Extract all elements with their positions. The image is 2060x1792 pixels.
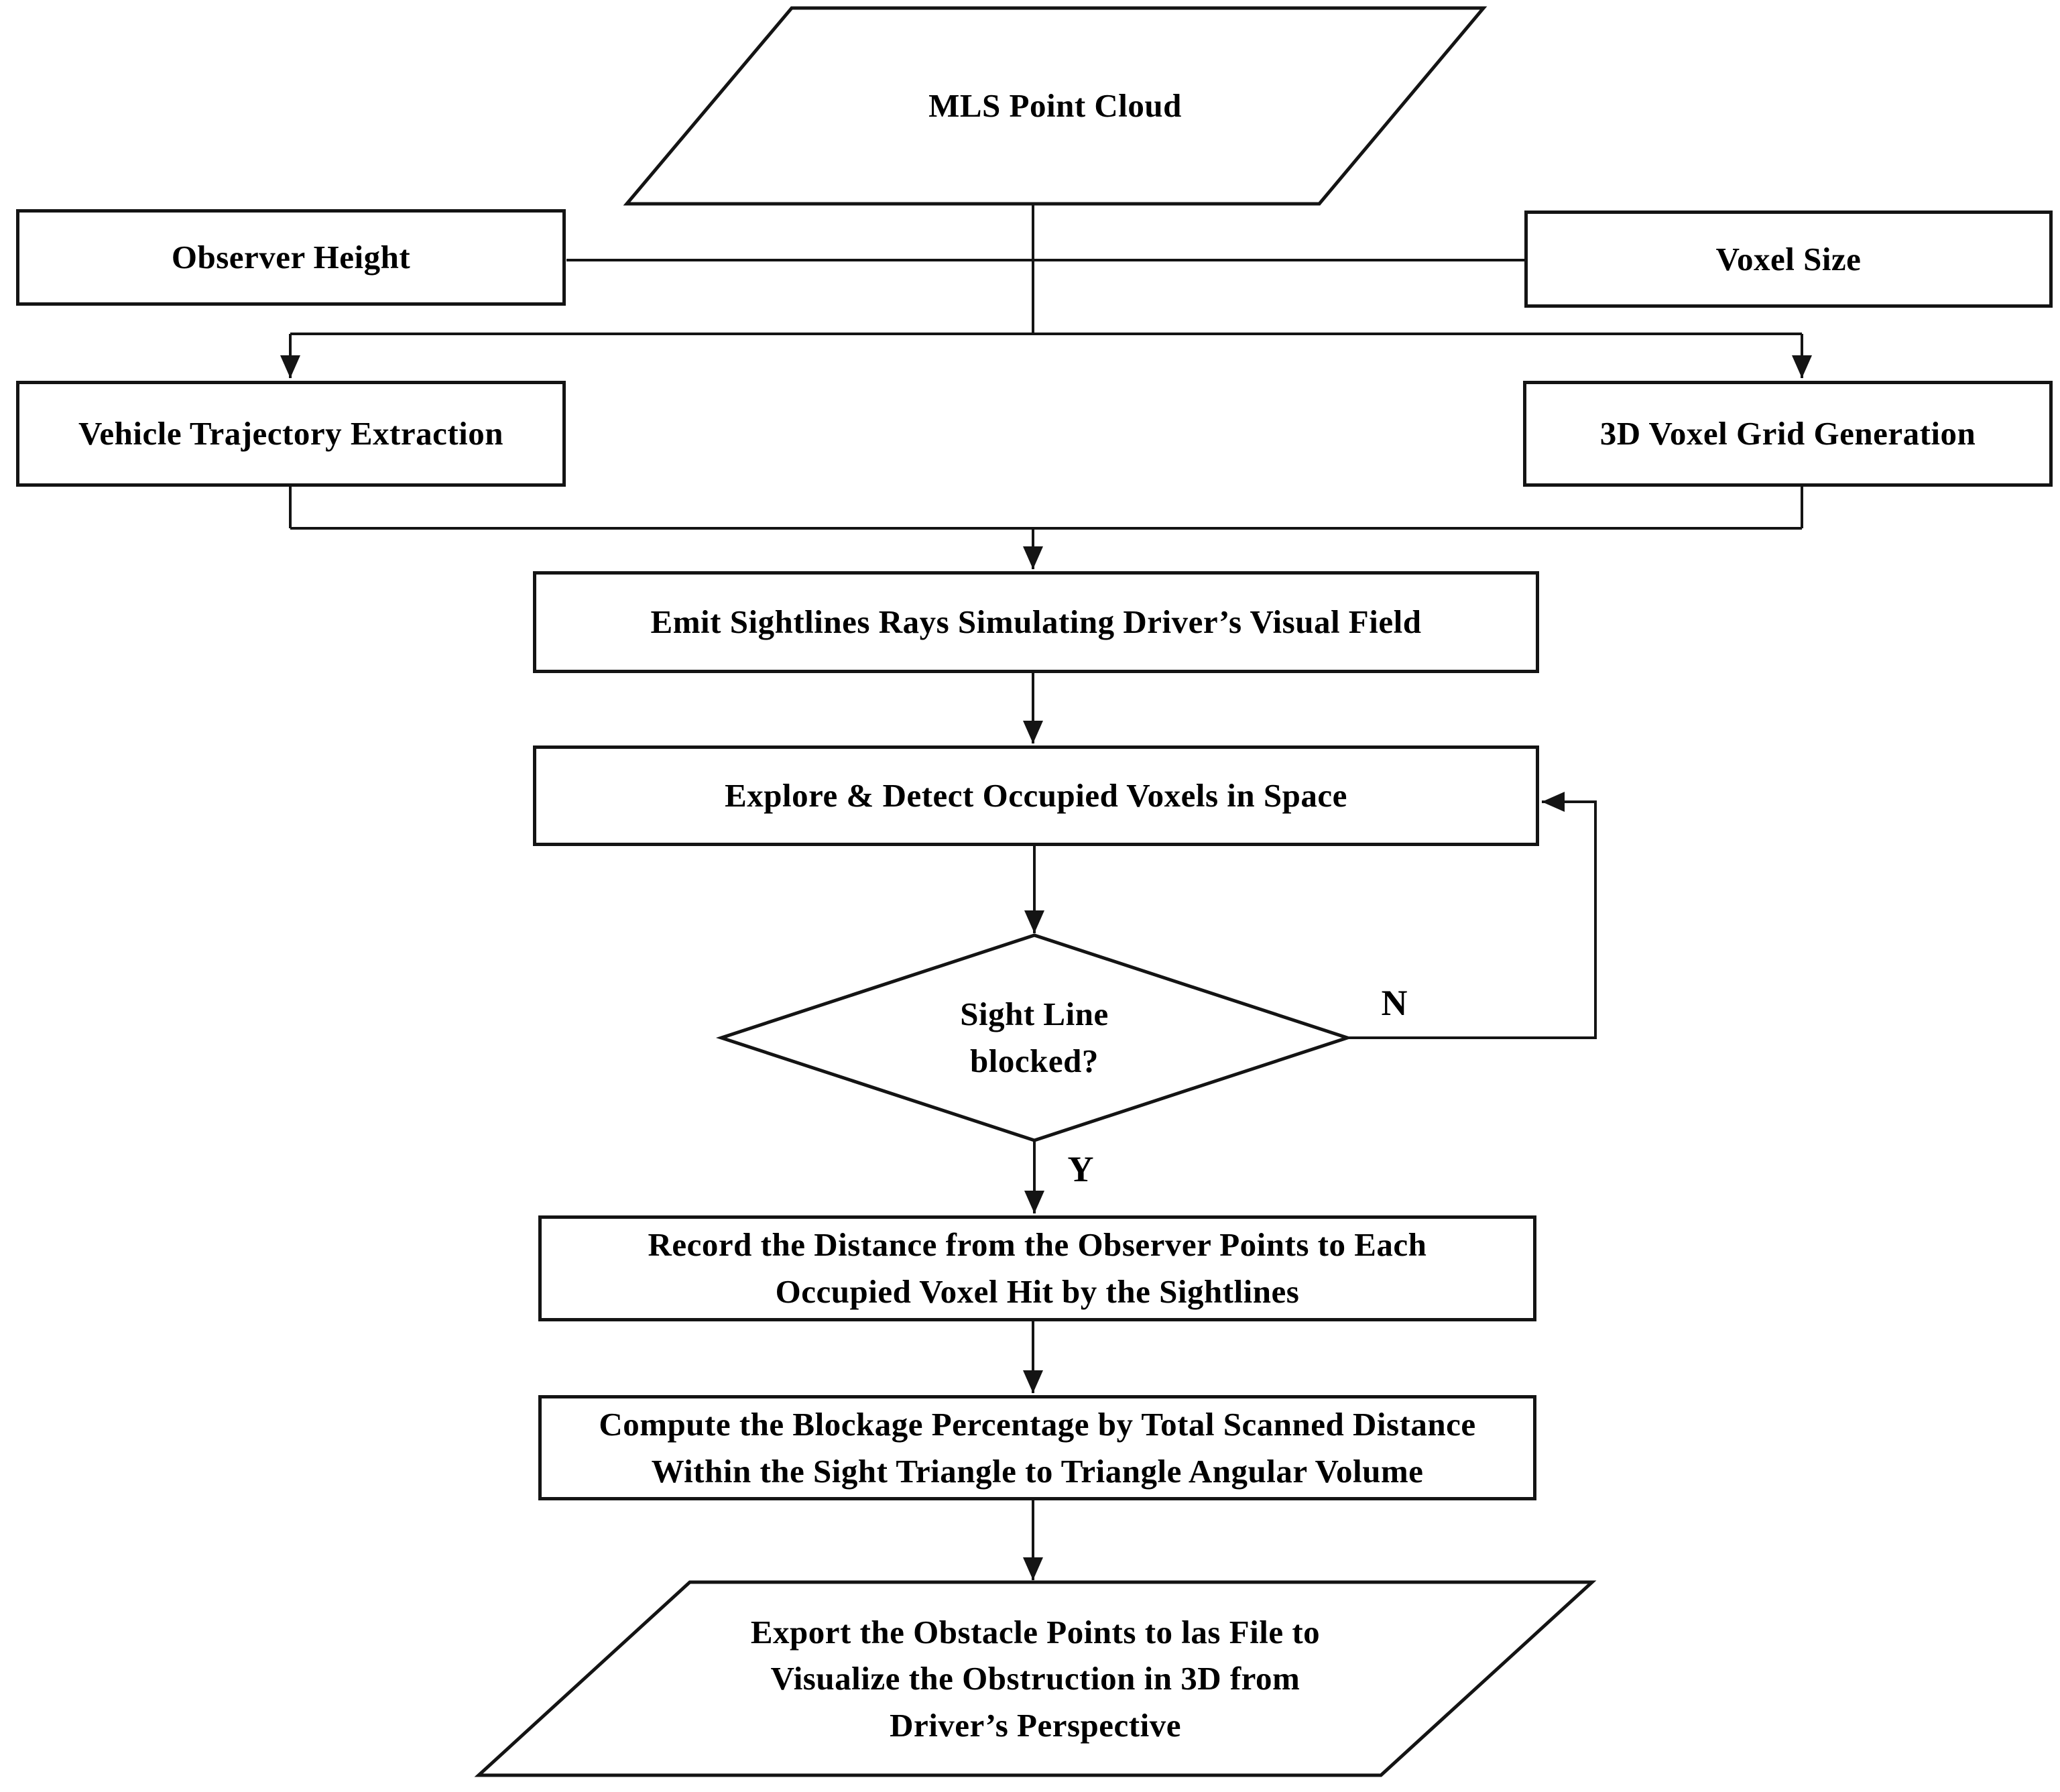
node-vehicle-trajectory-extraction-label: Vehicle Trajectory Extraction xyxy=(78,415,504,453)
node-record-distance: Record the Distance from the Observer Po… xyxy=(538,1215,1536,1321)
node-record-distance-label: Record the Distance from the Observer Po… xyxy=(648,1226,1427,1310)
node-vehicle-trajectory-extraction: Vehicle Trajectory Extraction xyxy=(16,381,566,487)
edge-no-feedback-loop xyxy=(1347,792,1597,1039)
node-observer-height: Observer Height xyxy=(16,209,566,306)
node-voxel-size: Voxel Size xyxy=(1524,211,2053,308)
node-3d-voxel-grid-generation-label: 3D Voxel Grid Generation xyxy=(1599,415,1976,453)
node-emit-sightlines-label: Emit Sightlines Rays Simulating Driver’s… xyxy=(650,603,1422,641)
node-emit-sightlines: Emit Sightlines Rays Simulating Driver’s… xyxy=(533,571,1539,673)
node-explore-detect-voxels: Explore & Detect Occupied Voxels in Spac… xyxy=(533,745,1539,846)
node-explore-detect-voxels-label: Explore & Detect Occupied Voxels in Spac… xyxy=(725,777,1347,815)
node-voxel-size-label: Voxel Size xyxy=(1715,240,1862,278)
node-compute-blockage-label: Compute the Blockage Percentage by Total… xyxy=(599,1405,1476,1490)
mls-parallelogram-shape xyxy=(623,6,1488,206)
export-parallelogram-shape xyxy=(474,1580,1597,1777)
decision-diamond-shape xyxy=(715,933,1353,1142)
node-observer-height-label: Observer Height xyxy=(171,239,411,276)
edge-label-no: N xyxy=(1381,983,1408,1023)
node-compute-blockage: Compute the Blockage Percentage by Total… xyxy=(538,1395,1536,1500)
node-3d-voxel-grid-generation: 3D Voxel Grid Generation xyxy=(1523,381,2053,487)
edge-label-yes: Y xyxy=(1067,1149,1094,1189)
